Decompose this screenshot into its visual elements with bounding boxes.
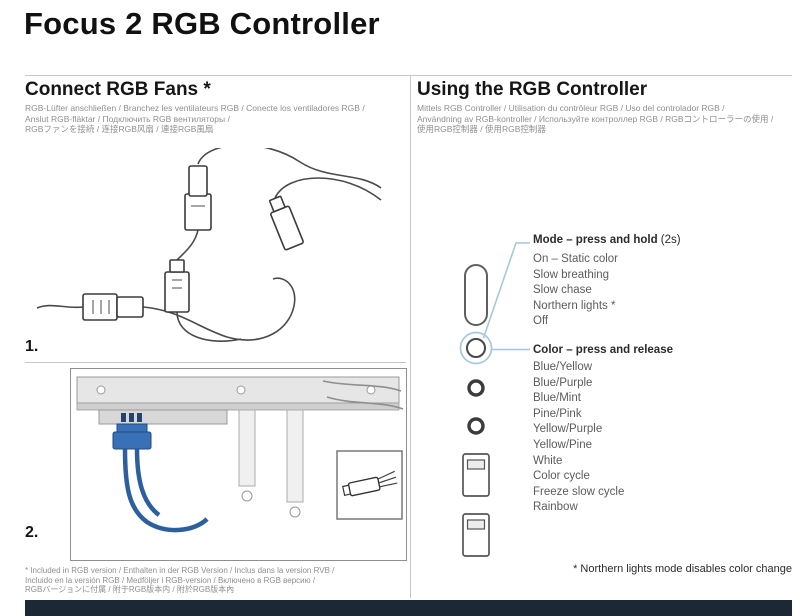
audio-jack-icon [467,379,485,397]
color-option: Color cycle [533,470,590,483]
top-rule [25,75,792,76]
page-title: Focus 2 RGB Controller [24,6,380,41]
rgb-button-icon [466,338,486,358]
mode-callout-line [482,242,530,339]
footnote-line: * Included in RGB version / Enthalten in… [25,566,335,575]
color-option: Blue/Yellow [533,361,593,373]
subtitle-line: Mittels RGB Controller / Utilisation du … [417,103,725,113]
left-section-heading: Connect RGB Fans * [25,79,211,100]
color-label-text: Color – press and release [533,344,673,356]
color-option: Freeze slow cycle [533,485,625,498]
mode-option: On – Static color [533,253,619,265]
right-section-heading: Using the RGB Controller [417,79,648,100]
left-footnote: * Included in RGB version / Enthalten in… [25,566,334,595]
fan-connectors [82,165,304,321]
subtitle-line: RGB-Lüfter anschließen / Branchez les ve… [25,103,365,113]
subtitle-line: Anslut RGB-fläktar / Подключить RGB вент… [25,113,230,124]
subtitle-line: RGBファンを接続 / 连接RGB风扇 / 連接RGB風扇 [25,124,214,135]
case-interior-frame [70,368,407,561]
step2-label: 2. [25,524,39,541]
mode-label-text: Mode – press and hold [533,234,658,246]
mode-option: Off [533,315,549,328]
mode-option: Northern lights * [533,299,616,312]
color-option: Yellow/Purple [533,423,603,436]
rgb-connector-icon [112,423,152,450]
left-section-subtitle: RGB-Lüfter anschließen / Branchez les ve… [25,103,365,135]
connector-detail-inset [336,450,403,520]
case-cables [322,380,404,410]
connector-pins [92,205,205,314]
color-options-list: Blue/Yellow Blue/Purple Blue/Mint Pine/P… [533,360,624,516]
color-option: White [533,454,563,467]
mode-callout-label: Mode – press and hold (2s) [533,234,681,246]
front-panel-illustration [459,242,530,557]
page-footer-bar [25,600,792,616]
cable-wires [36,148,382,342]
rgb-button-highlight-ring [459,331,493,365]
mode-option: Slow breathing [533,268,610,281]
mode-options-list: On – Static color Slow breathing Slow ch… [533,252,618,330]
footnote-line: Incluido en la versión RGB / Medföljer i… [25,575,316,585]
header-pins [121,413,142,422]
mode-label-suffix: (2s) [657,234,681,246]
color-option: Pine/Pink [533,407,582,420]
usb-port-icon [462,453,490,497]
footnote-line: RGBバージョンに付属 / 附于RGB版本内 / 附於RGB版本內 [25,585,235,595]
case-interior-illustration [76,376,404,533]
color-option: Rainbow [533,501,578,514]
audio-jack-icon [467,417,485,435]
rgb-fan-cables-illustration [36,148,382,342]
subtitle-line: 使用RGB控制器 / 使用RGB控制器 [417,124,546,135]
steps-divider [25,362,406,363]
subtitle-line: Användning av RGB-kontroller / Используй… [417,113,774,124]
right-section-subtitle: Mittels RGB Controller / Utilisation du … [417,103,773,135]
usb-port-icon [462,513,490,557]
power-button-icon [464,264,488,326]
color-option: Blue/Purple [533,376,593,389]
color-option: Yellow/Pine [533,438,593,451]
angled-connector [268,195,304,251]
column-divider [410,75,411,598]
right-footnote: * Northern lights mode disables color ch… [573,563,792,575]
rgb-cable [122,448,209,533]
color-option: Blue/Mint [533,392,581,405]
mode-option: Slow chase [533,284,592,297]
step1-label: 1. [25,338,39,355]
rgb-header-strip [98,409,228,425]
color-callout-label: Color – press and release [533,344,673,356]
